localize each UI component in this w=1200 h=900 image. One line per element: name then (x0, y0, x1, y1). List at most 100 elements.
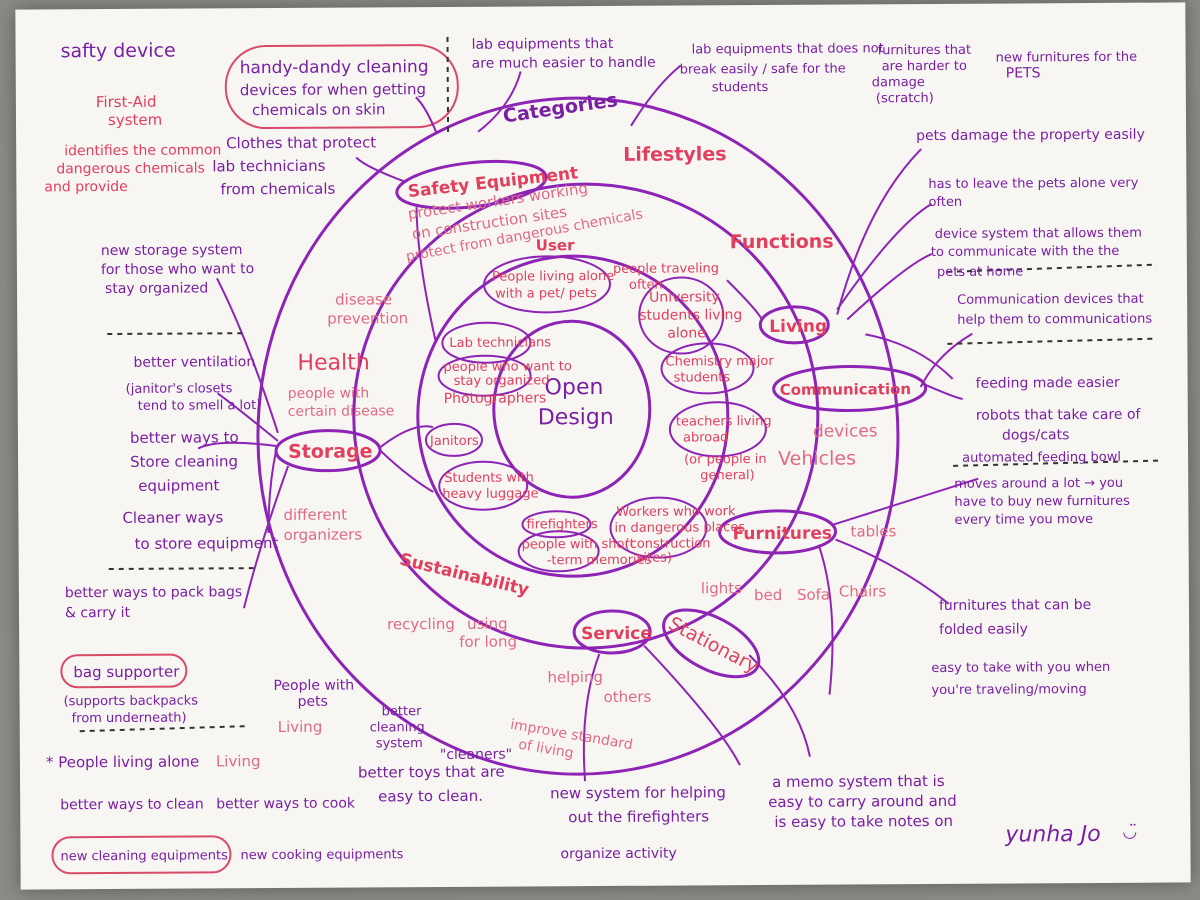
note-comm-devices: Communication devices that (957, 292, 1144, 308)
user-oval (609, 496, 708, 559)
communication-label: Communication (780, 380, 911, 399)
storage-label: Storage (288, 440, 373, 463)
note-easy-take: you're traveling/moving (931, 682, 1086, 698)
user-item: students (674, 370, 731, 385)
communication-note: devices (813, 421, 878, 441)
safety-oval (395, 159, 548, 210)
service-oval (572, 609, 652, 655)
note-clothes: Clothes that protect (226, 133, 376, 152)
user-oval (483, 255, 612, 314)
note-pets-damage: pets damage the property easily (916, 127, 1145, 144)
user-item: people with short (522, 537, 635, 553)
health-note: disease (335, 290, 392, 308)
note-device-system: pets at home (937, 264, 1023, 280)
note-comm-devices: help them to communications (957, 312, 1152, 328)
health-note: certain disease (288, 403, 395, 420)
health-label: Health (297, 350, 369, 375)
note-cleaning-system: system (376, 736, 423, 751)
note-cooking: new cooking equipments (240, 847, 403, 863)
categories-label: Categories (502, 89, 619, 128)
user-item: Workers who work (616, 504, 736, 520)
living-oval (758, 305, 830, 345)
note-for-pets: PETS (1006, 65, 1041, 81)
user-item: University (649, 289, 720, 305)
note-ventilation: better ventilation (133, 354, 255, 371)
note-people-pets: People with (273, 678, 354, 694)
note-better-store: better ways to (130, 428, 239, 447)
user-item: in dangerous places (614, 520, 745, 536)
handy-dandy-box (224, 44, 459, 130)
note-firefighters: new system for helping (550, 783, 726, 802)
note-clean: better ways to clean (60, 796, 204, 813)
note-ventilation: (janitor's closets (126, 381, 233, 397)
note-memo: easy to carry around and (768, 792, 957, 811)
note-device-system: to communicate with the the (931, 244, 1120, 260)
note-pack-bags: better ways to pack bags (65, 584, 242, 601)
sustainability-note: recycling (387, 615, 455, 633)
storage-note: different (283, 506, 347, 524)
note-lab-safe: lab equipments that does not (692, 41, 884, 57)
note-moves: have to buy new furnitures (954, 494, 1130, 510)
note-harder-damage: are harder to (882, 59, 967, 75)
user-item: abroad (683, 430, 729, 445)
note-new-storage: new storage system (101, 242, 243, 259)
user-item: Students with (444, 470, 534, 486)
user-oval (638, 276, 725, 355)
note-feeding: feeding made easier (976, 375, 1120, 392)
storage-note: organizers (283, 525, 362, 543)
note-harder-damage: damage (872, 75, 925, 90)
note-clothes: from chemicals (220, 180, 335, 199)
sustainability-note: using (467, 615, 508, 633)
note-first-aid: system (108, 111, 162, 129)
note-bowl: automated feeding bowl (962, 450, 1121, 466)
user-item: people traveling (613, 261, 719, 277)
living-label: Living (769, 317, 827, 337)
functions-label: Functions (730, 231, 834, 254)
note-identifies: and provide (44, 179, 127, 196)
health-note: prevention (327, 309, 408, 327)
user-item: sites) (637, 551, 672, 566)
note-ventilation: tend to smell a lot) (138, 398, 262, 414)
center-label: Open (545, 375, 604, 400)
note-folded: furnitures that can be (939, 597, 1091, 614)
furniture-item: bed (754, 586, 782, 604)
note-memo: is easy to take notes on (774, 812, 953, 831)
user-oval (438, 460, 529, 511)
user-item: -term memories (547, 553, 652, 569)
note-robots: robots that take care of (976, 407, 1142, 424)
user-oval (660, 342, 755, 395)
stationary-oval (662, 608, 761, 679)
note-organize: organize activity (560, 846, 676, 863)
mind-map: Open Design Categories User Lifestyles F… (44, 36, 1159, 875)
note-equipments: new cleaning equipments (60, 848, 228, 864)
note-safety-device: safty device (61, 40, 176, 63)
note-harder-damage: furnitures that (878, 43, 972, 59)
user-item: students living (639, 307, 742, 324)
note-moves: every time you move (954, 512, 1093, 528)
user-item: People living alone (492, 269, 614, 285)
note-robots: dogs/cats (1002, 427, 1070, 443)
note-leave-pets: has to leave the pets alone very (928, 176, 1138, 192)
note-living2: Living (216, 752, 261, 770)
note-harder-damage: (scratch) (876, 91, 934, 106)
signature: yunha Jo (1004, 822, 1100, 848)
note-handy-dandy: devices for when getting (240, 80, 426, 99)
user-item: teachers living (676, 414, 772, 430)
communication-oval (772, 364, 928, 412)
sustainability-note: for long (459, 633, 517, 651)
note-handy-dandy: handy-dandy cleaning (240, 57, 429, 78)
dashed-separators (79, 36, 1159, 733)
user-item: stay organized (454, 373, 550, 389)
furnitures-label: Furnitures (732, 524, 832, 545)
user-oval (668, 401, 767, 458)
user-label: User (536, 236, 575, 254)
health-note: people with (288, 385, 370, 401)
pink-ovals (51, 44, 459, 875)
user-oval (441, 321, 532, 364)
stationary-label: Stationary (665, 613, 762, 678)
note-new-storage: for those who want to (101, 261, 254, 278)
paper-sheet: Open Design Categories User Lifestyles F… (15, 2, 1191, 890)
user-ovals (424, 255, 767, 573)
note-living-pink: Living (278, 718, 323, 736)
note-better-store: Store cleaning (130, 452, 238, 471)
